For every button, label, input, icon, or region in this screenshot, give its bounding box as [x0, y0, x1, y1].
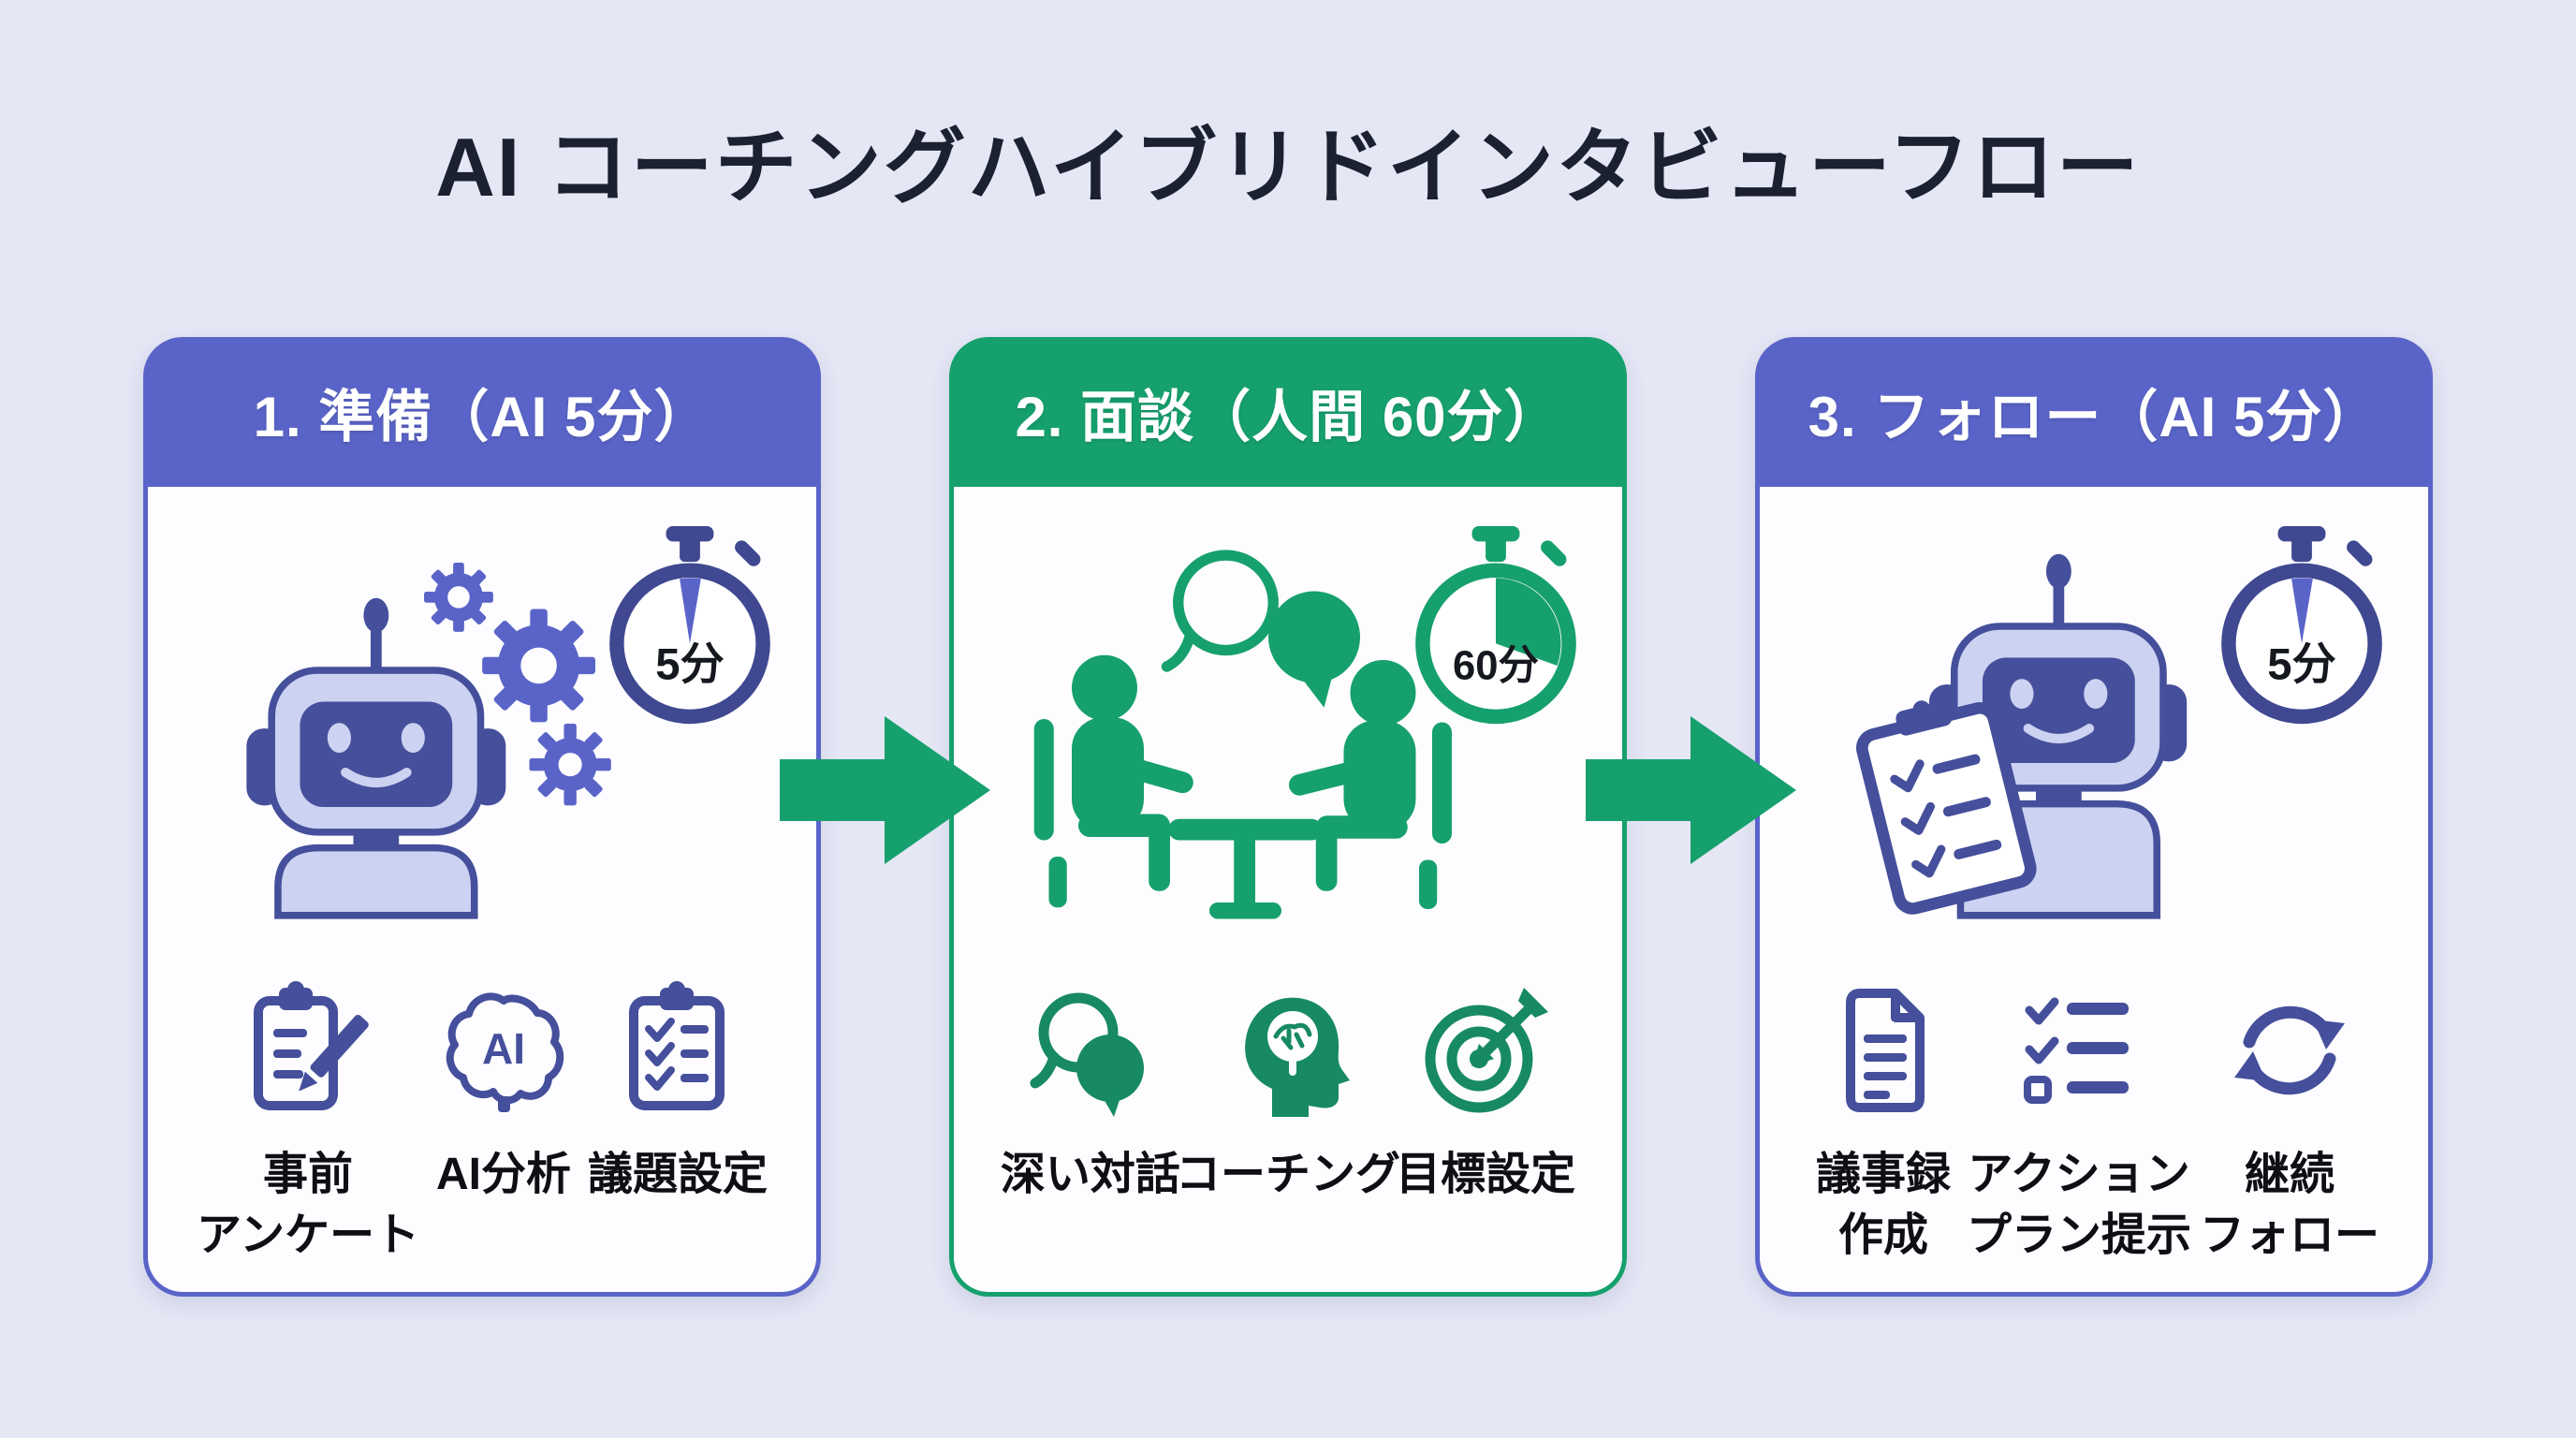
- timer-value: 5分: [655, 640, 724, 690]
- gear-icon: [424, 562, 611, 806]
- card-interview-features: 深い対話 コーチング: [954, 980, 1622, 1206]
- feature-label: 事前 アンケート: [197, 1150, 420, 1260]
- checklist-clipboard-icon: [1856, 700, 2037, 915]
- stopwatch-icon: 60分: [1415, 526, 1576, 725]
- robot-gears-icon: [246, 562, 611, 919]
- card-follow: 3. フォロー（AI 5分）: [1755, 337, 2433, 1297]
- feature-label: 目標設定: [1396, 1150, 1576, 1199]
- card-interview-illustration: 60分: [954, 487, 1622, 960]
- ai-brain-icon: AI: [446, 992, 564, 1112]
- clipboard-pencil-icon: [254, 981, 369, 1110]
- brain-ai-text: AI: [482, 1024, 525, 1073]
- feature-ai-analysis: AI AI分析: [429, 980, 578, 1206]
- card-preparation-features: 事前 アンケート AI AI分析: [148, 980, 816, 1267]
- robot-clipboard-icon: [1856, 553, 2188, 919]
- feature-coaching: コーチング: [1175, 980, 1400, 1206]
- card-preparation-header: 1. 準備（AI 5分）: [143, 337, 821, 487]
- feature-label: 深い対話: [1000, 1150, 1180, 1199]
- document-icon: [1846, 989, 1925, 1112]
- clipboard-checklist-icon: [628, 981, 724, 1110]
- feature-agenda: 議題設定: [588, 980, 768, 1206]
- feature-label: 議事録 作成: [1815, 1150, 1951, 1260]
- card-follow-title: 3. フォロー（AI 5分）: [1808, 385, 2380, 448]
- feature-label: 継続 フォロー: [2199, 1150, 2379, 1260]
- stopwatch-icon: 5分: [609, 526, 770, 725]
- feature-minutes: 議事録 作成: [1808, 980, 1958, 1267]
- repeat-cycle-icon: [2233, 1005, 2345, 1095]
- feature-label: 議題設定: [587, 1150, 768, 1199]
- chat-bubbles-icon: [1030, 992, 1144, 1117]
- page-title: AI コーチングハイブリドインタビューフロー: [435, 121, 2141, 213]
- feature-continuous-follow: 継続 フォロー: [2200, 980, 2379, 1267]
- feature-label: AI分析: [436, 1150, 572, 1199]
- card-preparation-title: 1. 準備（AI 5分）: [253, 385, 711, 448]
- card-follow-features: 議事録 作成 アクション プラン提示: [1760, 980, 2428, 1267]
- card-follow-illustration: 5分: [1760, 487, 2428, 960]
- card-interview: 2. 面談（人間 60分）: [949, 337, 1627, 1297]
- card-preparation-illustration: 5分: [148, 487, 816, 960]
- stopwatch-icon: 5分: [2221, 526, 2382, 725]
- flow-cards-row: 1. 準備（AI 5分）: [0, 337, 2576, 1297]
- card-preparation: 1. 準備（AI 5分）: [143, 337, 821, 1297]
- feature-pre-survey: 事前 アンケート: [197, 980, 419, 1267]
- timer-value: 5分: [2267, 640, 2335, 690]
- feature-label: コーチング: [1175, 1150, 1400, 1199]
- feature-action-plan: アクション プラン提示: [1967, 980, 2191, 1267]
- card-interview-body: 60分 深い対話: [949, 487, 1627, 1297]
- card-preparation-body: 5分: [143, 487, 821, 1297]
- timer-value: 60分: [1453, 644, 1539, 689]
- coaching-head-brain-icon: [1245, 997, 1350, 1117]
- card-follow-header: 3. フォロー（AI 5分）: [1755, 337, 2433, 487]
- feature-deep-dialog: 深い対話: [1000, 980, 1180, 1206]
- feature-goal-setting: 目標設定: [1396, 980, 1576, 1206]
- flow-arrow-icon: [780, 716, 990, 864]
- action-checklist-icon: [2023, 997, 2129, 1104]
- robot-icon: [246, 597, 506, 919]
- card-interview-header: 2. 面談（人間 60分）: [949, 337, 1627, 487]
- target-arrow-icon: [1425, 988, 1549, 1113]
- card-follow-body: 5分 議事録 作成: [1755, 487, 2433, 1297]
- feature-label: アクション プラン提示: [1966, 1150, 2191, 1260]
- flow-arrow-icon: [1586, 716, 1796, 864]
- card-interview-title: 2. 面談（人間 60分）: [1015, 385, 1561, 448]
- meeting-table-icon: [1033, 550, 1452, 919]
